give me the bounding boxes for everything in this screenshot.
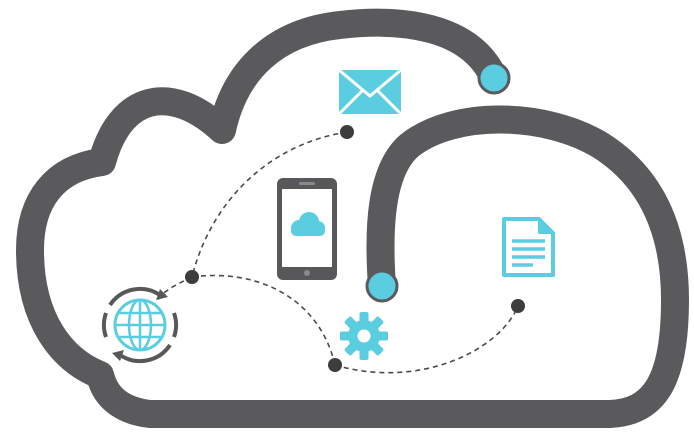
node-document: [511, 299, 525, 313]
node-mail: [340, 125, 354, 139]
connection-line-mail: [191, 131, 348, 278]
cloud-end-cap-inner: [365, 269, 399, 303]
mobile-phone-cloud-icon: [277, 178, 337, 280]
connection-lines: [157, 131, 519, 374]
envelope-icon: [337, 68, 403, 116]
globe-refresh-icon: [102, 286, 178, 364]
document-icon: [502, 217, 555, 277]
connection-nodes: [185, 125, 525, 372]
cloud-outline: [16, 8, 689, 428]
cloud-end-cap-top: [477, 61, 511, 95]
node-left: [185, 270, 199, 284]
gear-icon: [340, 312, 388, 360]
node-bottom: [328, 358, 342, 372]
connection-line-bottom: [334, 305, 519, 374]
connection-line-center: [191, 274, 336, 366]
